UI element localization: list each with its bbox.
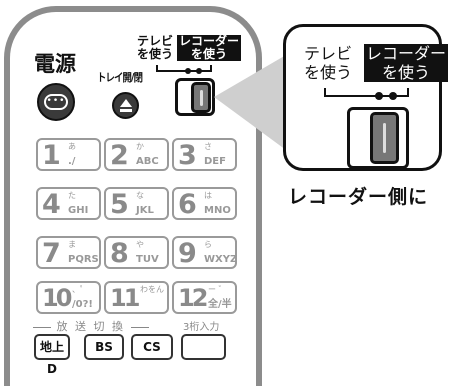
key-kana: ら	[204, 240, 212, 249]
key-number: 2	[110, 140, 129, 171]
key-letters: WXYZ	[204, 254, 238, 265]
key-number: 1	[42, 140, 61, 171]
magnify-beam	[214, 55, 286, 150]
selector-bracket	[156, 65, 212, 74]
key-kana: は	[204, 191, 212, 200]
callout-recorder-label: レコーダー を使う	[364, 44, 449, 82]
key-kana: わをん	[140, 285, 164, 294]
key-number: 9	[178, 238, 197, 269]
key-10[interactable]: 10、゜ /0?!	[36, 281, 101, 314]
key-kana: や	[136, 240, 144, 249]
key-letters: TUV	[136, 254, 159, 265]
cs-button[interactable]: CS	[131, 334, 173, 360]
three-digit-button[interactable]	[181, 334, 226, 360]
switch-knob	[191, 82, 211, 113]
selector-tv-label: テレビ を使う	[137, 34, 174, 61]
key-number: 5	[110, 189, 129, 220]
tray-button[interactable]	[112, 92, 139, 119]
key-number: 7	[42, 238, 61, 269]
eject-icon	[120, 99, 132, 112]
key-number: 8	[110, 238, 129, 269]
broadcast-label: 放 送 切 換	[33, 318, 149, 334]
callout-box: テレビ を使う レコーダー を使う	[283, 24, 449, 171]
key-letters: MNO	[204, 205, 231, 216]
key-kana: 、゜	[72, 285, 88, 294]
key-kana: あ	[68, 142, 76, 151]
key-number: 3	[178, 140, 197, 171]
key-number: 6	[178, 189, 197, 220]
key-letters: ABC	[136, 156, 159, 167]
bs-button[interactable]: BS	[84, 334, 124, 360]
callout-switch-knob	[370, 112, 399, 164]
key-number: 10	[42, 284, 72, 312]
key-number: 12	[178, 284, 208, 312]
three-digit-label: 3桁入力	[183, 322, 220, 333]
key-letters: 全/半	[208, 299, 232, 310]
key-number: 4	[42, 189, 61, 220]
key-kana: か	[136, 142, 144, 151]
key-kana: ー ゛	[208, 285, 227, 294]
key-letters: DEF	[204, 156, 226, 167]
power-label: 電源	[34, 52, 76, 76]
callout-bracket	[324, 88, 409, 100]
key-letters: JKL	[136, 205, 154, 216]
callout-caption: レコーダー側に	[288, 186, 429, 208]
device-switch[interactable]	[175, 78, 215, 116]
key-kana: さ	[204, 142, 212, 151]
key-kana: ま	[68, 240, 76, 249]
callout-tv-label: テレビ を使う	[304, 44, 353, 82]
key-letters: /0?!	[72, 299, 93, 310]
key-kana: な	[136, 191, 144, 200]
key-letters: ./	[68, 156, 76, 167]
key-letters: PQRS	[68, 254, 99, 265]
key-number: 11	[110, 284, 140, 312]
key-letters: GHI	[68, 205, 89, 216]
key-kana: た	[68, 191, 76, 200]
callout-switch	[347, 107, 409, 169]
power-button[interactable]: •••	[37, 83, 75, 121]
tray-label: トレイ開/閉	[97, 71, 143, 84]
power-icon: •••	[44, 94, 68, 110]
selector-recorder-label: レコーダー を使う	[177, 34, 242, 61]
